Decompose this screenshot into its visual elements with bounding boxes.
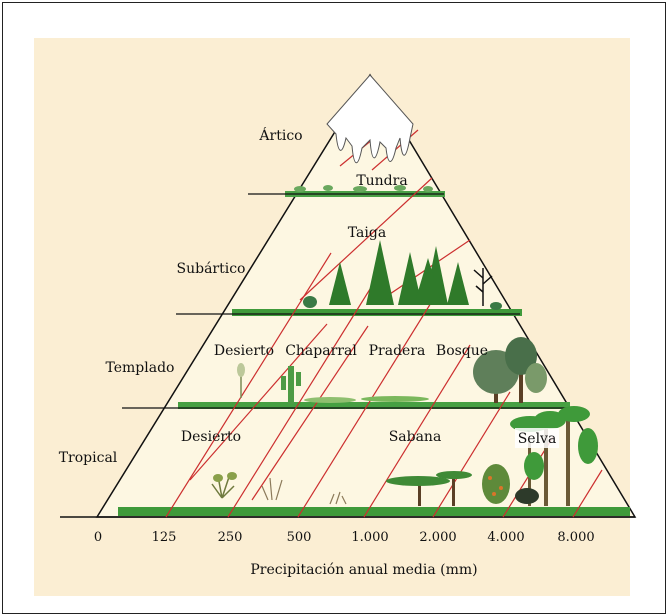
tick-label: 250 <box>218 530 243 545</box>
precip-line-2000 <box>432 391 511 518</box>
biome-label-chaparral: Chaparral <box>285 343 357 359</box>
biome-label-tropical-desert: Desierto <box>181 429 241 445</box>
snow-cap-icon <box>326 74 414 164</box>
precip-line-500 <box>297 289 440 518</box>
shrub-icon <box>237 363 429 403</box>
zone-label-arctic: Ártico <box>258 126 302 144</box>
precipitation-axis-ticks: 0 125 250 500 1.000 2.000 4.000 8.000 <box>94 530 595 545</box>
biome-label-savanna: Sabana <box>389 429 442 445</box>
conifer-tree-icon <box>329 240 469 305</box>
biome-label-rainforest: Selva <box>518 431 557 447</box>
zone-label-temperate: Templado <box>106 360 175 376</box>
tick-label: 125 <box>152 530 177 545</box>
tick-label: 8.000 <box>557 530 594 545</box>
precip-line-250 <box>227 264 386 518</box>
deciduous-tree-icon <box>482 464 510 504</box>
deciduous-tree-icon <box>473 337 547 403</box>
rainforest-label-bg <box>515 428 559 448</box>
precip-line-8000 <box>572 469 603 518</box>
shrub-icon <box>303 296 502 310</box>
tick-label: 0 <box>94 530 102 545</box>
palm-tree-icon <box>510 406 598 506</box>
precip-line-temp-1 <box>189 323 328 481</box>
tick-label: 4.000 <box>487 530 524 545</box>
tick-label: 500 <box>287 530 312 545</box>
tick-label: 1.000 <box>351 530 388 545</box>
x-axis-label: Precipitación anual media (mm) <box>250 562 477 578</box>
acacia-tree-icon <box>386 471 472 506</box>
precip-line-taiga-1 <box>299 177 433 301</box>
biome-label-forest: Bosque <box>436 343 488 359</box>
ground-tropical <box>118 507 630 516</box>
ground-temperate <box>178 402 570 409</box>
precip-line-1000 <box>363 344 471 518</box>
biome-label-temperate-desert: Desierto <box>214 343 274 359</box>
bare-tree-icon <box>473 268 493 306</box>
biome-label-taiga: Taiga <box>348 225 386 241</box>
shrub-icon <box>294 185 433 192</box>
precip-line-temp-2 <box>251 325 369 501</box>
cactus-icon <box>281 366 301 404</box>
precip-line-taiga-2 <box>377 239 471 303</box>
tick-label: 2.000 <box>419 530 456 545</box>
biome-label-prairie: Pradera <box>369 343 426 359</box>
shrub-icon <box>211 472 347 505</box>
ground-subarctic <box>232 309 522 316</box>
biome-label-tundra: Tundra <box>356 173 407 189</box>
zone-label-tropical: Tropical <box>59 450 118 466</box>
zone-label-subarctic: Subártico <box>177 261 246 277</box>
